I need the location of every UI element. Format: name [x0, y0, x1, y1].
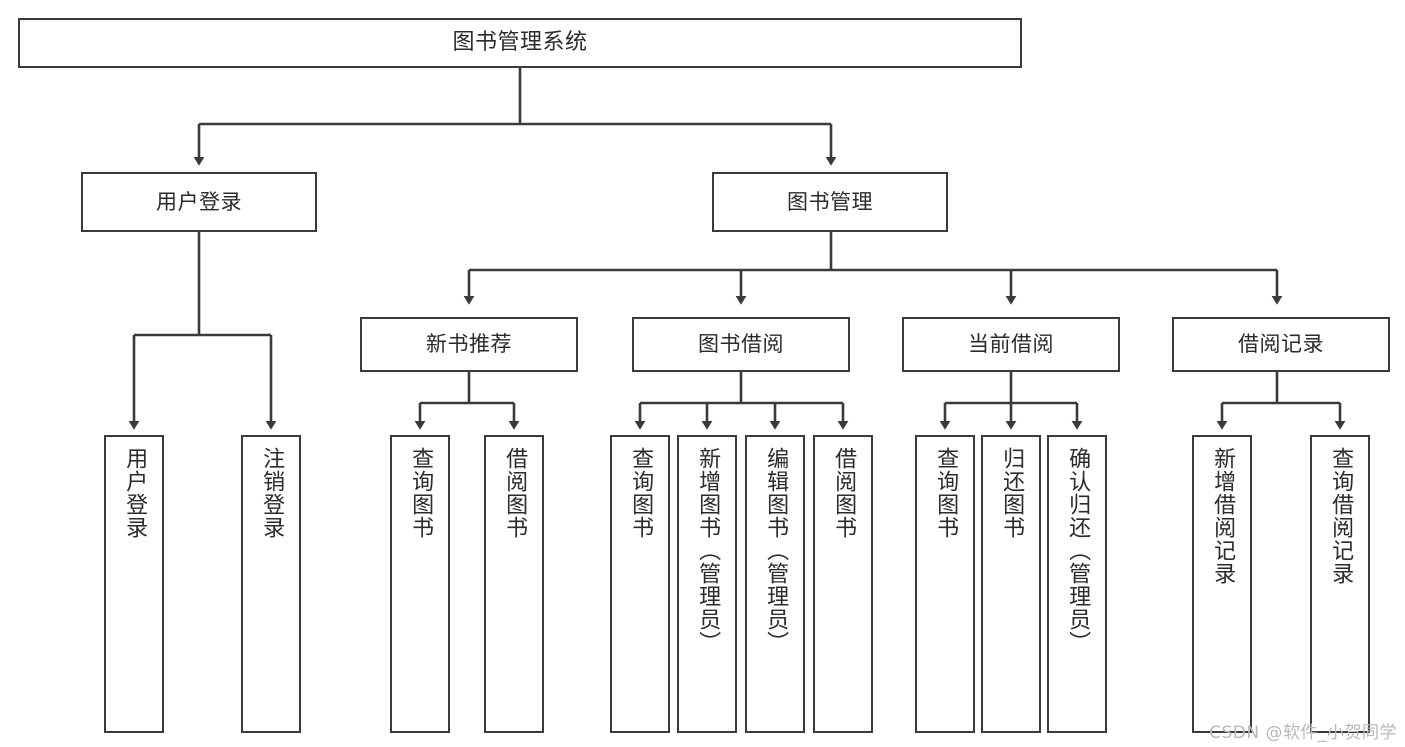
node-label: 查询图书 — [628, 447, 654, 539]
node-leaf-add-record[interactable]: 新增借阅记录 — [1192, 435, 1252, 733]
node-label: 借阅记录 — [1238, 332, 1324, 357]
node-label: 新增借阅记录 — [1210, 447, 1236, 585]
node-current-borrow[interactable]: 当前借阅 — [902, 317, 1120, 372]
node-leaf-user-login[interactable]: 用户登录 — [104, 435, 164, 733]
node-new-book-recommend[interactable]: 新书推荐 — [360, 317, 578, 372]
node-leaf-query-record[interactable]: 查询借阅记录 — [1310, 435, 1370, 733]
node-leaf-borrow-book-1[interactable]: 借阅图书 — [484, 435, 544, 733]
node-label: 新书推荐 — [426, 332, 512, 357]
node-label: 当前借阅 — [968, 332, 1054, 357]
node-label: 查询借阅记录 — [1328, 447, 1354, 585]
node-leaf-logout-login[interactable]: 注销登录 — [241, 435, 301, 733]
node-book-management-system[interactable]: 图书管理系统 — [18, 18, 1022, 68]
node-label: 图书管理 — [787, 189, 873, 214]
node-label: 图书借阅 — [698, 332, 784, 357]
node-borrow-record[interactable]: 借阅记录 — [1172, 317, 1390, 372]
node-leaf-borrow-book-2[interactable]: 借阅图书 — [813, 435, 873, 733]
node-label: 借阅图书 — [502, 447, 528, 539]
node-leaf-add-book[interactable]: 新增图书（管理员） — [677, 435, 737, 733]
node-label: 用户登录 — [156, 189, 242, 214]
node-label: 确认归还（管理员） — [1065, 447, 1091, 654]
node-label: 图书管理系统 — [452, 30, 588, 56]
node-leaf-confirm-return[interactable]: 确认归还（管理员） — [1047, 435, 1107, 733]
node-leaf-query-book-3[interactable]: 查询图书 — [915, 435, 975, 733]
node-label: 查询图书 — [408, 447, 434, 539]
node-user-login[interactable]: 用户登录 — [81, 172, 317, 232]
node-label: 借阅图书 — [831, 447, 857, 539]
node-label: 新增图书（管理员） — [695, 447, 721, 654]
node-leaf-edit-book[interactable]: 编辑图书（管理员） — [745, 435, 805, 733]
node-label: 注销登录 — [259, 447, 285, 539]
node-label: 查询图书 — [933, 447, 959, 539]
node-book-borrow[interactable]: 图书借阅 — [632, 317, 850, 372]
node-leaf-query-book-1[interactable]: 查询图书 — [390, 435, 450, 733]
node-label: 用户登录 — [122, 447, 148, 539]
watermark-text: CSDN @软件_小贺同学 — [1209, 723, 1397, 743]
node-leaf-query-book-2[interactable]: 查询图书 — [610, 435, 670, 733]
node-label: 归还图书 — [999, 447, 1025, 539]
node-label: 编辑图书（管理员） — [763, 447, 789, 654]
node-book-management[interactable]: 图书管理 — [712, 172, 948, 232]
node-leaf-return-book[interactable]: 归还图书 — [981, 435, 1041, 733]
